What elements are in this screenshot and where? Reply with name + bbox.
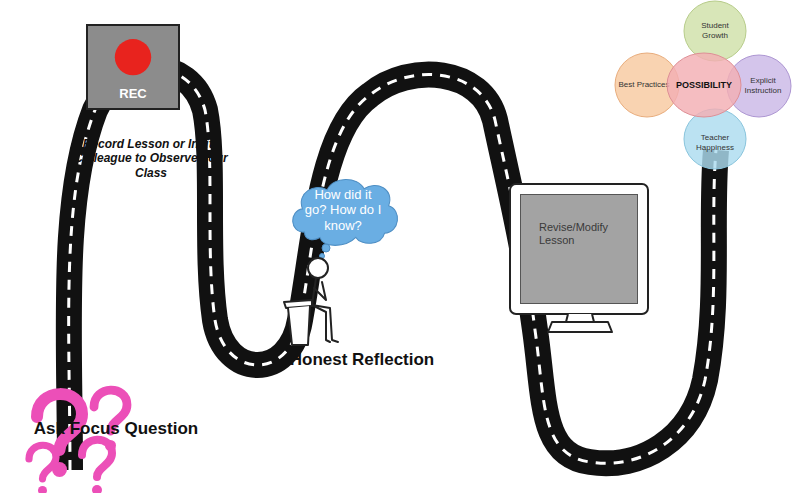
node-text: Explicit Instruction (738, 76, 788, 95)
circle-outline (727, 55, 791, 117)
value-circle: POSSIBILITY (666, 52, 742, 118)
record-dot (115, 39, 151, 75)
step-caption: Record Lesson or Invite Colleague to Obs… (58, 137, 244, 180)
node-text: Teacher Happiness (691, 133, 739, 152)
circle-outline (684, 1, 746, 61)
cloud-outline (293, 179, 398, 245)
node-text: REC (119, 86, 146, 102)
circle-outline (667, 53, 741, 117)
value-circle: Teacher Happiness (683, 108, 747, 170)
step-caption: Ask Focus Question (6, 419, 226, 439)
road (69, 69, 716, 470)
question-marks (29, 390, 127, 493)
node-text: Best Practices (618, 80, 669, 90)
node-text: How did it go? How do I know? (304, 187, 382, 234)
computer-monitor (510, 184, 648, 332)
node-text: Revise/Modify Lesson (539, 221, 627, 247)
thinker-figure (284, 258, 338, 345)
node-text: POSSIBILITY (676, 80, 732, 91)
value-circle: Student Growth (683, 0, 747, 62)
circle-outline (684, 109, 746, 169)
thought-cloud: How did it go? How do I know? (284, 174, 402, 248)
step-caption: Honest Reflection (262, 350, 462, 370)
record-button: REC (86, 24, 180, 110)
monitor-screen: Revise/Modify Lesson (520, 194, 638, 304)
road-center-line (69, 69, 716, 470)
thought-bubbles (320, 244, 331, 259)
node-text: Student Growth (691, 21, 739, 40)
